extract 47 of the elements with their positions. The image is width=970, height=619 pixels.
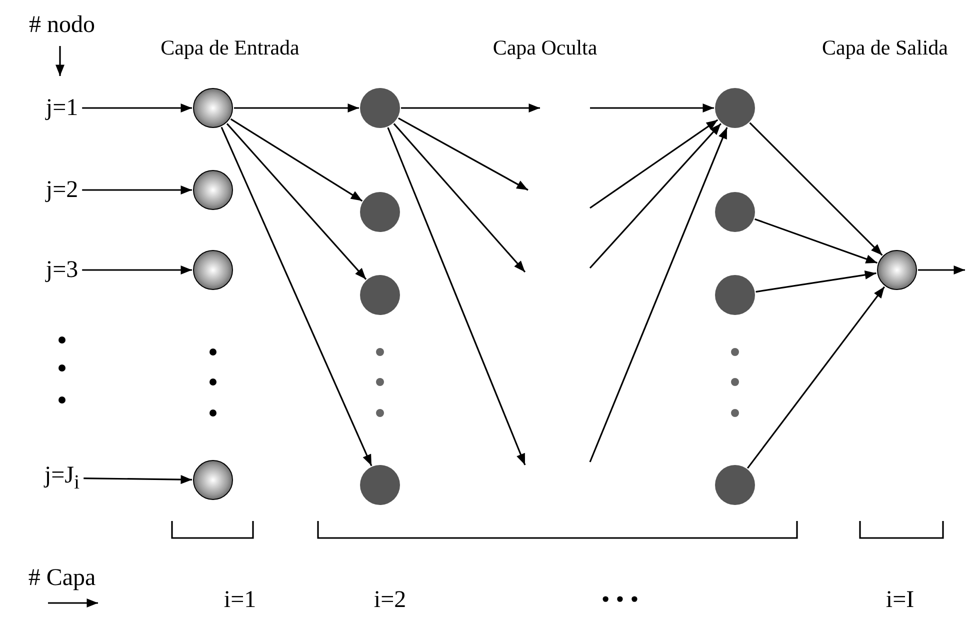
arrow [401, 104, 540, 112]
neuron-circle [360, 275, 400, 315]
arrow [230, 118, 363, 202]
axis-label: # Capa [28, 564, 96, 592]
shaded-neuron-circle [193, 460, 233, 500]
neuron-circle [715, 192, 755, 232]
arrow [84, 475, 192, 484]
arrow [746, 286, 886, 469]
arrow [589, 127, 728, 462]
layer-index: i=2 [374, 586, 406, 614]
arrow [918, 266, 965, 274]
neuron-circle [360, 192, 400, 232]
input-label: j=J$_{i}$ [44, 462, 80, 494]
arrow [82, 104, 192, 112]
arrow [754, 218, 878, 264]
arrow [590, 104, 714, 112]
arrow [226, 123, 367, 280]
arrow [82, 186, 192, 194]
arrow [590, 119, 718, 209]
arrow [82, 266, 192, 274]
shaded-neuron-circle [877, 250, 917, 290]
neuron-circle [715, 275, 755, 315]
arrow [393, 123, 526, 273]
arrow [220, 126, 372, 466]
shaded-neuron-circle [193, 170, 233, 210]
input-label: j=2 [46, 176, 78, 204]
neuron-circle [360, 465, 400, 505]
neuron-circle [715, 88, 755, 128]
arrow [387, 127, 526, 466]
layer-heading: Capa Oculta [492, 36, 598, 60]
input-label: j=3 [46, 256, 78, 284]
layer-heading: Capa de Entrada [160, 36, 300, 60]
layer-index: i=I [886, 586, 914, 614]
arrow [398, 118, 528, 191]
neuron-circle [360, 88, 400, 128]
layer-index: i=1 [224, 586, 256, 614]
layer-heading: Capa de Salida [822, 36, 948, 60]
arrow [749, 122, 883, 256]
ellipsis: • • • [601, 586, 639, 614]
neuron-circle [715, 465, 755, 505]
arrow [756, 270, 876, 293]
axis-label: # nodo [29, 12, 95, 38]
arrow [234, 104, 359, 112]
shaded-neuron-circle [193, 88, 233, 128]
shaded-neuron-circle [193, 250, 233, 290]
arrow [589, 123, 722, 269]
input-label: j=1 [46, 94, 78, 122]
